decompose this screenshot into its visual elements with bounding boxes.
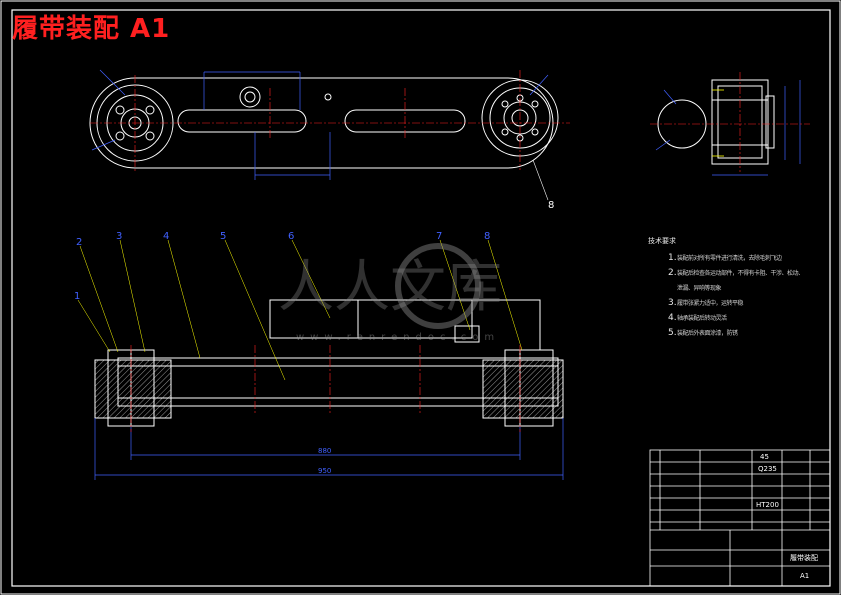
top-view bbox=[89, 69, 570, 201]
watermark-url: www.renrendoc.com bbox=[296, 332, 501, 343]
balloon-5: 5 bbox=[220, 231, 227, 242]
title-block-material-1: 45 bbox=[760, 453, 769, 461]
note-text: 装配前对所有零件进行清洗，去除毛刺飞边 bbox=[677, 255, 782, 262]
note-number: 2. bbox=[668, 268, 677, 278]
note-line: 5.装配后外表面涂漆，防锈 bbox=[668, 326, 804, 341]
note-number: 3. bbox=[668, 298, 677, 308]
note-line: 4.轴承装配后转动灵活 bbox=[668, 311, 804, 326]
note-line: 3.履带张紧力适中，运转平稳 bbox=[668, 296, 804, 311]
dimension-total-length-upper: 880 bbox=[318, 447, 332, 455]
balloon-1: 1 bbox=[74, 291, 81, 302]
wheel-icon bbox=[482, 349, 564, 427]
dimension-total-length-lower: 950 bbox=[318, 467, 332, 475]
balloon-8: 8 bbox=[484, 231, 491, 242]
balloon-4: 4 bbox=[163, 231, 170, 242]
technical-notes-header: 技术要求 bbox=[648, 237, 676, 245]
note-text: 轴承装配后转动灵活 bbox=[677, 315, 727, 322]
technical-notes: 技术要求 1.装配前对所有零件进行清洗，去除毛刺飞边 2.装配后检查各运动部件，… bbox=[648, 234, 804, 341]
side-view bbox=[650, 72, 810, 176]
note-text: 装配后检查各运动部件，不得有卡阻、干涉、松动、 bbox=[677, 270, 804, 277]
title-block-material-3: HT200 bbox=[756, 501, 779, 509]
top-view-balloon: 8 bbox=[548, 200, 555, 211]
inner-frame bbox=[11, 9, 831, 587]
note-line: 2.装配后检查各运动部件，不得有卡阻、干涉、松动、 bbox=[668, 266, 804, 281]
title-block bbox=[649, 449, 831, 587]
note-text: 履带张紧力适中，运转平稳 bbox=[677, 300, 744, 307]
front-view bbox=[77, 239, 564, 480]
hex-nut-icon bbox=[239, 86, 261, 108]
balloon-3: 3 bbox=[116, 231, 123, 242]
title-block-drawing-name: 履带装配 bbox=[790, 554, 818, 562]
wheel-icon bbox=[94, 349, 172, 427]
note-number: 1. bbox=[668, 253, 677, 263]
title-block-material-2: Q235 bbox=[758, 465, 777, 473]
balloon-2: 2 bbox=[76, 237, 83, 248]
note-number: 4. bbox=[668, 313, 677, 323]
note-number: 5. bbox=[668, 328, 677, 338]
balloon-6: 6 bbox=[288, 231, 295, 242]
note-line: 泄漏、异响等现象 bbox=[668, 281, 804, 296]
note-text: 装配后外表面涂漆，防锈 bbox=[677, 330, 738, 337]
balloon-7: 7 bbox=[436, 231, 443, 242]
note-text: 泄漏、异响等现象 bbox=[677, 285, 722, 292]
drawing-title: 履带装配 A1 bbox=[12, 14, 171, 44]
note-line: 1.装配前对所有零件进行清洗，去除毛刺飞边 bbox=[668, 251, 804, 266]
title-block-sheet-size: A1 bbox=[800, 572, 810, 580]
